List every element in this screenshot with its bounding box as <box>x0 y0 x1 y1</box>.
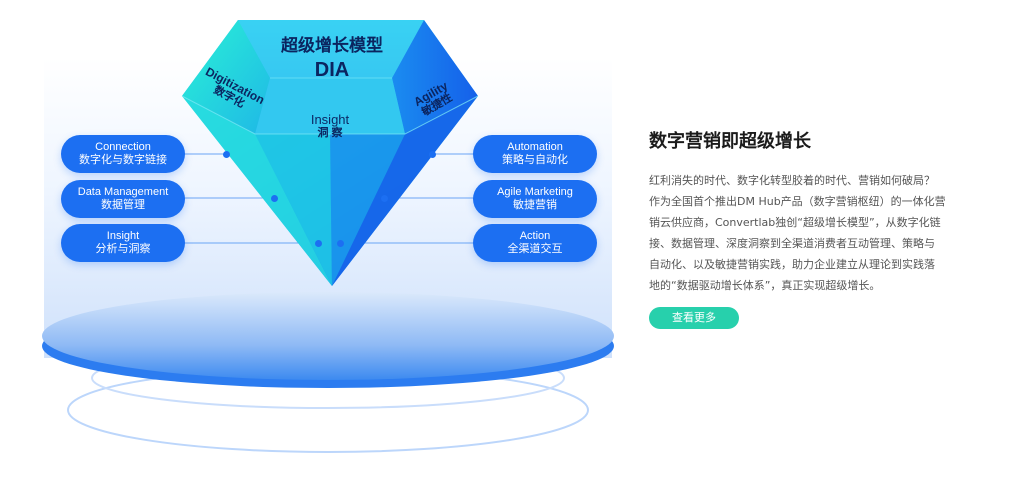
section-heading: 数字营销即超级增长 <box>649 131 811 152</box>
facet-insight-zh: 洞 察 <box>317 127 343 139</box>
pill-automation-en: Automation <box>507 141 563 153</box>
pill-connection-zh: 数字化与数字链接 <box>79 154 167 166</box>
pill-agile-marketing-zh: 敏捷营销 <box>513 199 557 211</box>
connector-dot <box>381 195 388 202</box>
section-description: 红利消失的时代、数字化转型胶着的时代、营销如何破局？ 作为全国首个推出DM Hu… <box>649 174 946 292</box>
connector-dot <box>429 151 436 158</box>
view-more-button[interactable]: 查看更多 <box>649 307 739 329</box>
pill-insight: Insight 分析与洞察 <box>61 224 185 262</box>
pill-action: Action 全渠道交互 <box>473 224 597 262</box>
facet-insight-en: Insight <box>310 112 350 127</box>
diagram-subtitle: DIA <box>314 59 350 81</box>
pill-connection-en: Connection <box>95 141 151 153</box>
pill-agile-marketing: Agile Marketing 敏捷营销 <box>473 180 597 218</box>
content-panel: 数字营销即超级增长 红利消失的时代、数字化转型胶着的时代、营销如何破局？ 作为全… <box>649 128 969 296</box>
pill-connection: Connection 数字化与数字链接 <box>61 135 185 173</box>
pill-insight-zh: 分析与洞察 <box>95 243 151 255</box>
diagram-title: 超级增长模型 <box>281 36 383 55</box>
pill-automation-zh: 策略与自动化 <box>502 154 568 166</box>
facet-insight: Insight 洞 察 <box>290 112 370 140</box>
pill-agile-marketing-en: Agile Marketing <box>497 186 573 198</box>
connector-dot <box>223 151 230 158</box>
pill-data-management-en: Data Management <box>77 186 169 198</box>
pill-insight-en: Insight <box>106 230 140 242</box>
connector-dot <box>315 240 322 247</box>
platform-disc <box>42 292 614 380</box>
pill-data-management-zh: 数据管理 <box>101 199 145 211</box>
connector-dot <box>337 240 344 247</box>
pill-automation: Automation 策略与自动化 <box>473 135 597 173</box>
pill-data-management: Data Management 数据管理 <box>61 180 185 218</box>
pill-action-zh: 全渠道交互 <box>507 243 563 255</box>
connector-dot <box>271 195 278 202</box>
pill-action-en: Action <box>519 230 551 242</box>
